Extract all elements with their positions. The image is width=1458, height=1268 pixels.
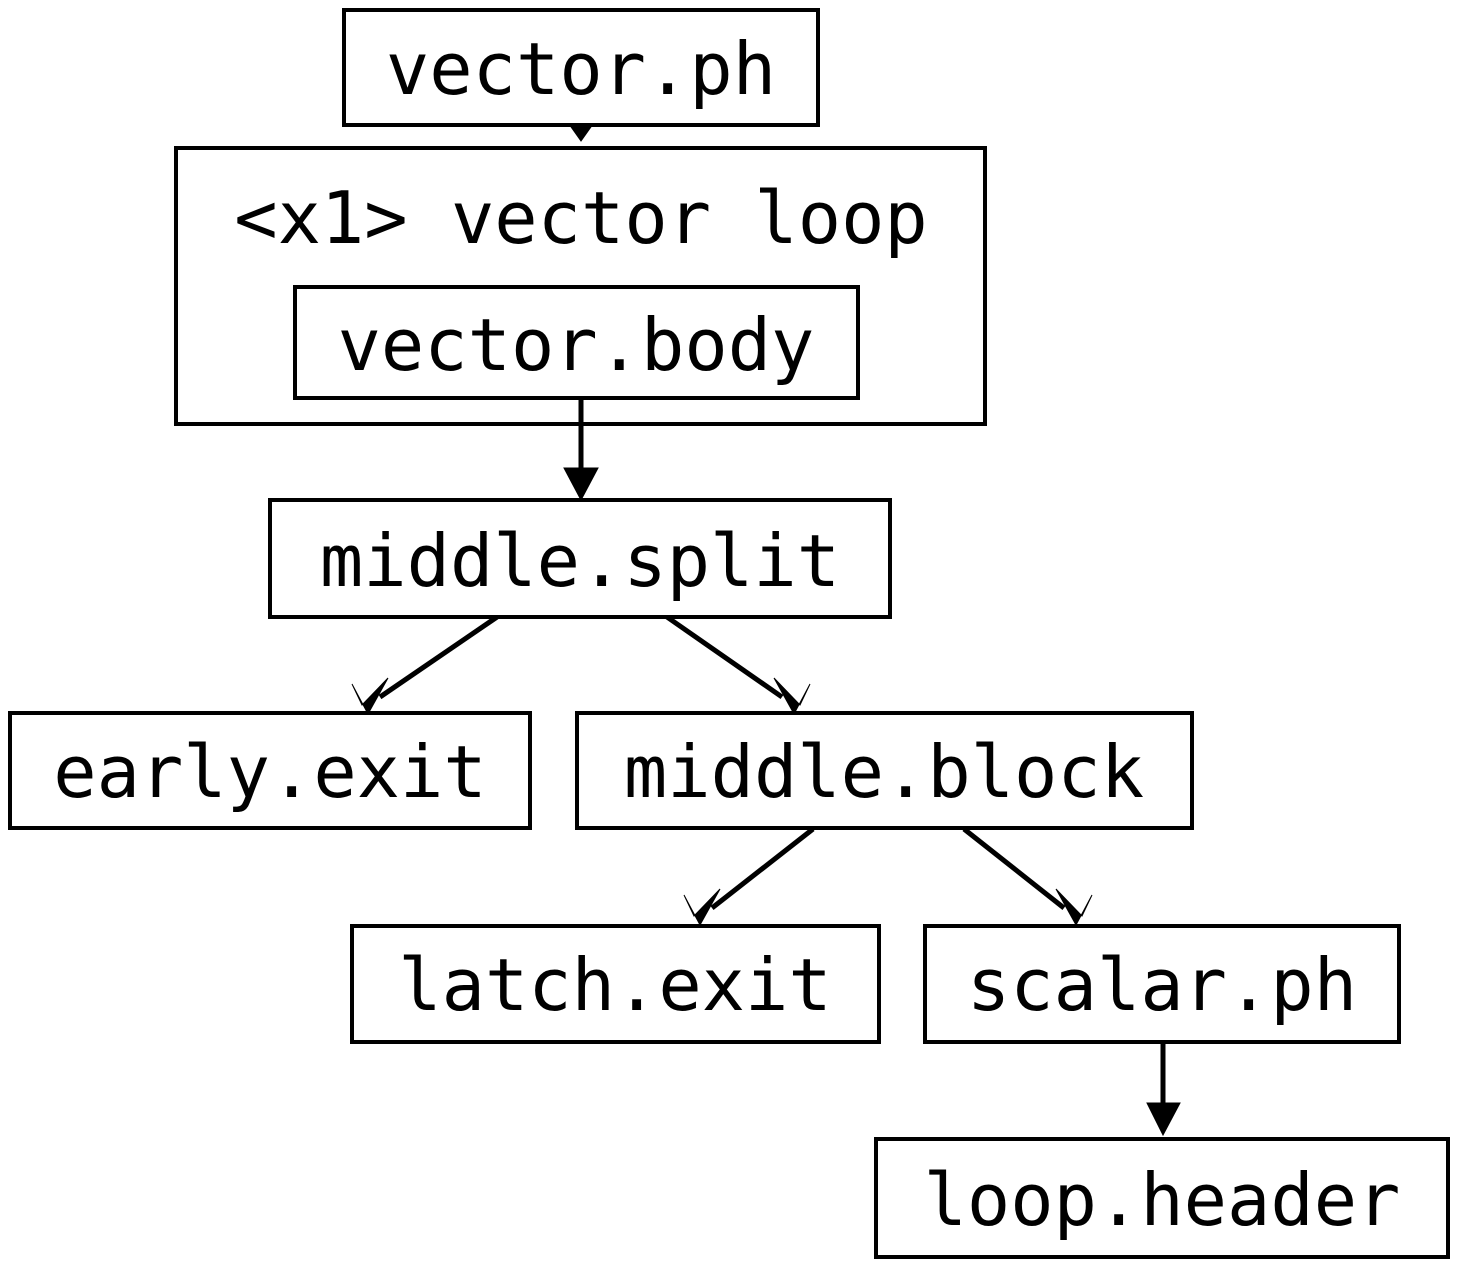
edge-scalar-ph-to-loop-header — [1146, 1042, 1181, 1137]
node-latch-exit[interactable]: latch.exit — [350, 924, 881, 1044]
edge-line — [378, 614, 499, 700]
edge-line — [962, 827, 1066, 910]
node-early-exit-label: early.exit — [53, 730, 486, 814]
arrowhead-icon — [563, 467, 599, 502]
node-loop-header-label: loop.header — [924, 1158, 1401, 1242]
cluster-vector-loop-label: <x1> vector loop — [234, 176, 928, 260]
node-vector-body[interactable]: vector.body — [293, 285, 860, 400]
node-latch-exit-border[interactable] — [350, 924, 881, 1044]
node-vector-ph-label: vector.ph — [386, 27, 776, 111]
arrowhead-icon — [1055, 888, 1093, 927]
node-scalar-ph-label: scalar.ph — [967, 943, 1357, 1027]
edge-line — [665, 614, 784, 700]
node-early-exit[interactable]: early.exit — [8, 711, 532, 830]
node-loop-header-border[interactable] — [874, 1137, 1450, 1259]
arrowhead-icon — [773, 677, 811, 716]
arrowhead-icon — [683, 888, 721, 927]
edge-middle-split-to-middle-block — [665, 614, 811, 716]
node-latch-exit-label: latch.exit — [398, 943, 831, 1027]
node-middle-block-label: middle.block — [624, 730, 1144, 814]
cluster-vector-loop: <x1> vector loop — [174, 146, 987, 426]
node-scalar-ph-border[interactable] — [923, 924, 1401, 1044]
node-middle-block[interactable]: middle.block — [575, 711, 1194, 830]
node-vector-body-border[interactable] — [293, 285, 860, 400]
edge-vector-body-to-middle-split — [563, 398, 599, 502]
node-loop-header[interactable]: loop.header — [874, 1137, 1450, 1259]
node-vector-ph-border[interactable] — [342, 8, 820, 127]
node-middle-split[interactable]: middle.split — [268, 498, 892, 619]
node-vector-body-label: vector.body — [338, 303, 815, 387]
node-middle-split-border[interactable] — [268, 498, 892, 619]
arrowhead-icon — [351, 677, 389, 716]
cluster-vector-loop-border — [174, 146, 987, 426]
node-middle-block-border[interactable] — [575, 711, 1194, 830]
arrowhead-icon — [1146, 1102, 1181, 1137]
node-vector-ph[interactable]: vector.ph — [342, 8, 820, 127]
node-scalar-ph[interactable]: scalar.ph — [923, 924, 1401, 1044]
node-middle-split-label: middle.split — [320, 519, 840, 603]
node-early-exit-border[interactable] — [8, 711, 532, 830]
edge-middle-block-to-scalar-ph — [962, 827, 1093, 927]
edge-middle-split-to-early-exit — [351, 614, 499, 716]
edge-middle-block-to-latch-exit — [683, 827, 815, 927]
edge-line — [710, 827, 815, 910]
